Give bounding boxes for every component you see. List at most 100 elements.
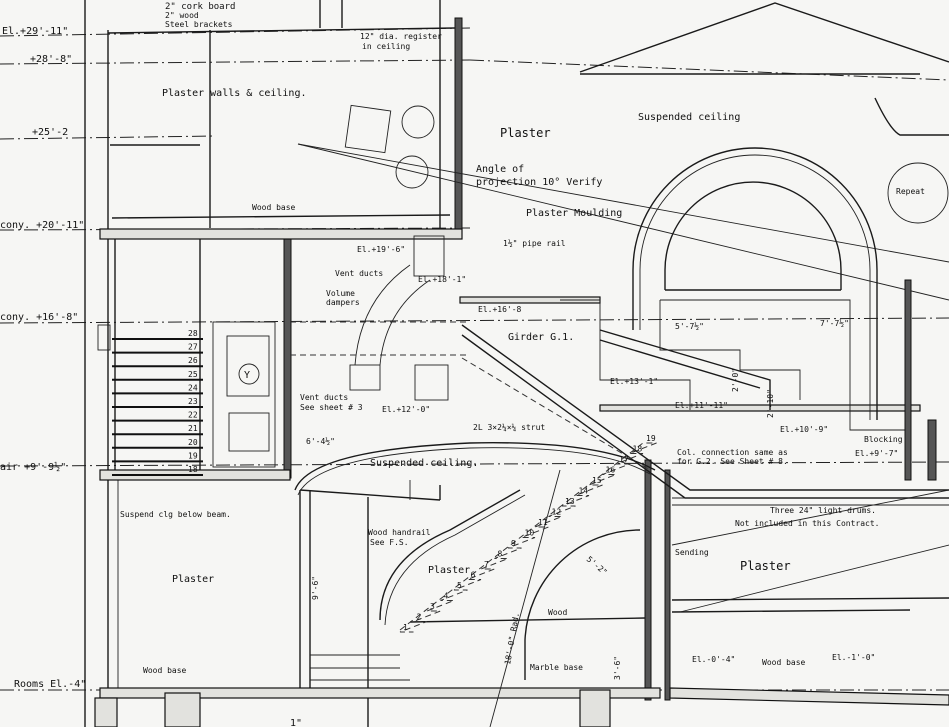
- note-sending: Sending: [675, 548, 709, 557]
- elevation-19-6: El.+19'-6": [357, 245, 405, 254]
- lower-stair-number: 4: [444, 592, 449, 601]
- lower-stair-number: 16: [606, 466, 616, 475]
- lower-stair-number: 10: [525, 529, 535, 538]
- elevation-rooms: Rooms El.-4": [14, 679, 86, 690]
- upper-stair-number: 22: [188, 411, 198, 420]
- dim-9-6: 9'-6": [311, 576, 320, 600]
- elevation-minus-0-4: El.-0'-4": [692, 655, 735, 664]
- upper-stair-number: 24: [188, 383, 198, 392]
- elevation-29-11: El.+29'-11": [2, 26, 68, 37]
- elevation-9-7: El.+9'-7": [855, 449, 898, 458]
- note-plaster-right: Plaster: [740, 559, 791, 573]
- note-repeat: Repeat: [896, 187, 925, 196]
- upper-stair-number: 21: [188, 424, 198, 433]
- elevation-28-8: +28'-8": [30, 54, 72, 65]
- dim-6-4: 6'-4½": [306, 436, 335, 446]
- note-marble-base: Marble base: [530, 663, 583, 672]
- note-corkboard: 2" cork board: [165, 2, 235, 12]
- note-girder: Girder G.1.: [508, 332, 574, 343]
- note-plaster-walls: Plaster walls & ceiling.: [162, 88, 307, 99]
- note-wood: Wood: [548, 608, 567, 617]
- note-plaster-top: Plaster: [500, 126, 551, 140]
- lower-stair-profile: [399, 442, 657, 633]
- note-vent-ducts: Vent ducts: [335, 269, 383, 278]
- lower-stair-number: 15: [592, 476, 602, 485]
- dim-bottom: 1": [290, 718, 302, 727]
- elevation-9-9: air +9'-9½": [0, 461, 66, 473]
- lower-stair-number: 8: [498, 550, 503, 559]
- elevation-11-11: El.+11'-11": [675, 401, 728, 410]
- upper-stair-number: 25: [188, 370, 198, 379]
- upper-stair: [97, 321, 276, 476]
- note-volume: Volume: [326, 289, 355, 298]
- elevation-minus-1-0: El.-1'-0": [832, 653, 875, 662]
- note-see-fs: See F.S.: [370, 538, 409, 547]
- dim-5-2: 5'-2": [585, 555, 609, 577]
- elevation-20-11: cony. +20'-11": [0, 220, 84, 231]
- upper-stair-number: 23: [188, 397, 198, 406]
- suspended-ceiling: [294, 442, 656, 500]
- elevation-12-0: El.+12'-0": [382, 405, 430, 414]
- door-mark: Y: [244, 370, 250, 381]
- note-col-connection-2: for G.2. See Sheet # 8.: [677, 457, 788, 466]
- lower-stair-number: 18: [633, 445, 643, 454]
- upper-stair-number: 19: [188, 451, 198, 460]
- elevation-18-1: El.+18'-1": [418, 275, 466, 284]
- lower-stair-number: 1: [403, 623, 408, 632]
- note-steel-brackets: Steel brackets: [165, 20, 233, 29]
- lower-stair-number: 3: [430, 602, 435, 611]
- note-vent-ducts-2: Vent ducts: [300, 393, 348, 402]
- note-dampers: dampers: [326, 298, 360, 307]
- dim-2-10: 2'-10": [766, 389, 775, 418]
- note-not-included: Not included in this Contract.: [735, 519, 880, 528]
- elevation-16-8: cony. +16'-8": [0, 312, 78, 323]
- note-wood-base-top: Wood base: [252, 203, 296, 212]
- lower-stair-number: 5: [457, 581, 462, 590]
- note-suspended-ceiling-top: Suspended ceiling: [638, 112, 740, 123]
- dim-2-0: 2'-0": [731, 368, 740, 392]
- note-pipe-rail: 1½" pipe rail: [503, 238, 566, 248]
- arch-moulding: [632, 147, 949, 481]
- note-suspend-clg: Suspend clg below beam.: [120, 510, 231, 519]
- upper-stair-number: 20: [188, 438, 198, 447]
- note-wood-handrail: Wood handrail: [368, 528, 431, 537]
- upper-stair-number: 27: [188, 343, 198, 352]
- lower-stair-number: 17: [619, 455, 629, 464]
- note-wood: 2" wood: [165, 11, 199, 20]
- lower-stair-number: 13: [565, 497, 575, 506]
- note-light-drums: Three 24" light drums.: [770, 506, 876, 515]
- lower-stair-number: 9: [511, 539, 516, 548]
- lower-stair-number: 7: [484, 560, 489, 569]
- elevation-16-8b: El.+16'-8: [478, 305, 522, 314]
- lower-stair-number: 12: [552, 508, 562, 517]
- dim-5-7: 5'-7½": [675, 321, 704, 331]
- note-strut: 2L 3×2¼×¼ strut: [473, 423, 545, 432]
- note-plaster-left: Plaster: [172, 574, 214, 585]
- note-register-2: in ceiling: [362, 42, 410, 51]
- dim-3-6: 3'-6": [613, 656, 622, 680]
- upper-stair-number: 18: [188, 465, 198, 474]
- lower-stair-number: 14: [579, 487, 589, 496]
- note-angle-of: Angle of: [476, 164, 524, 175]
- lower-stair: [310, 442, 949, 727]
- note-col-connection: Col. connection same as: [677, 448, 788, 457]
- note-angle-projection: projection 10° Verify: [476, 177, 602, 188]
- lower-stair-number: 11: [538, 518, 548, 527]
- note-plaster-moulding: Plaster Moulding: [526, 208, 622, 219]
- upper-stair-number: 26: [188, 356, 198, 365]
- note-wood-base-right: Wood base: [762, 658, 806, 667]
- lower-stair-number: 19: [646, 434, 656, 443]
- walls: [84, 0, 671, 727]
- upper-stair-number: 28: [188, 329, 198, 338]
- elevation-13-1: El.+13'-1": [610, 377, 658, 386]
- dim-7-7: 7'-7½": [820, 318, 849, 328]
- vent-ducts: [290, 235, 470, 401]
- note-register: 12" dia. register: [360, 32, 442, 41]
- roof-truss: [579, 2, 949, 136]
- note-plaster-stair: Plaster: [428, 565, 470, 576]
- lower-stair-number: 6: [471, 571, 476, 580]
- lower-stair-number: 2: [417, 613, 422, 622]
